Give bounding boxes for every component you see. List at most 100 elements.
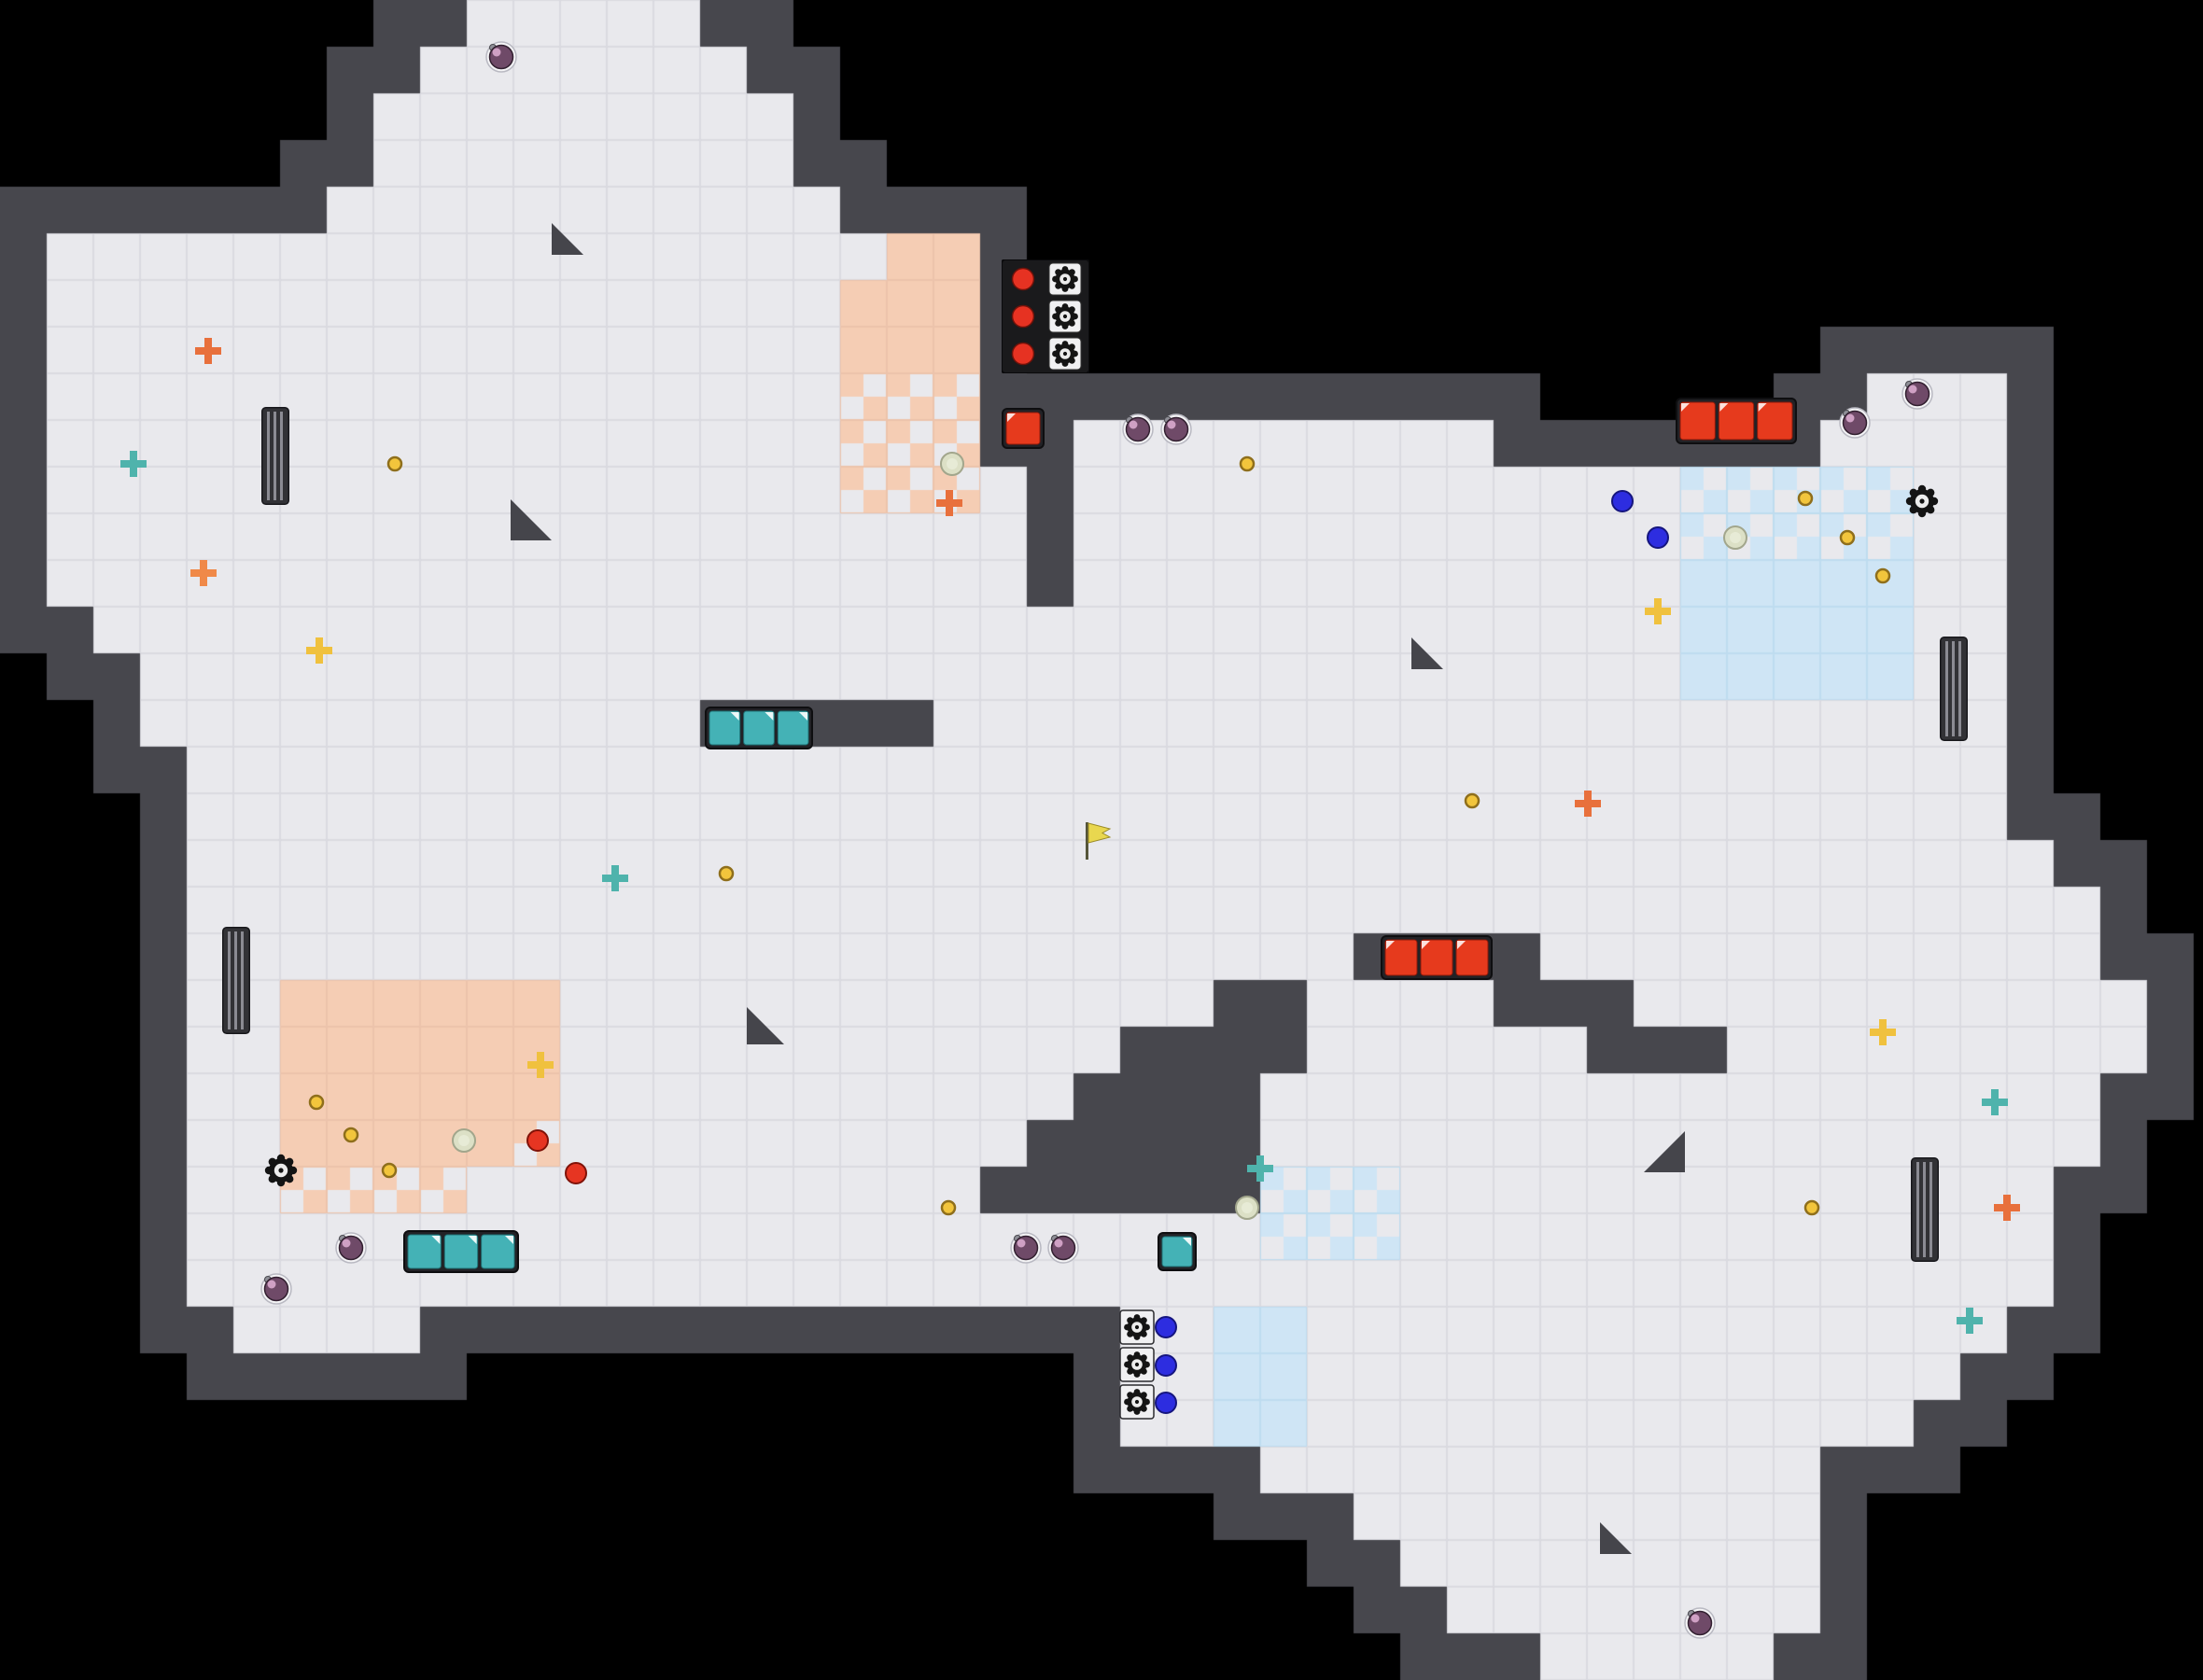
teal-button-panel[interactable] — [705, 707, 813, 749]
teal-button-panel-icon — [705, 707, 813, 749]
coin-icon — [718, 865, 735, 882]
health-cross[interactable] — [1867, 1016, 1899, 1048]
health-cross-icon — [195, 338, 221, 364]
ramp-wedge-icon — [511, 499, 552, 540]
powerup-orb[interactable] — [450, 1127, 478, 1155]
ramp-wedge-icon — [1644, 1131, 1685, 1172]
ramp-wedge — [1411, 637, 1443, 669]
coin[interactable] — [386, 455, 404, 473]
coin[interactable] — [939, 1198, 958, 1217]
teal-button-panel[interactable] — [1158, 1232, 1197, 1271]
coin[interactable] — [1873, 567, 1892, 585]
red-button-panel[interactable] — [1676, 398, 1797, 444]
ramp-wedge — [1644, 1131, 1685, 1172]
health-cross[interactable] — [1572, 788, 1604, 819]
blue-ball[interactable] — [1153, 1314, 1179, 1340]
red-ball-icon — [526, 1129, 549, 1152]
ramp-wedge — [552, 223, 583, 255]
bomb[interactable] — [256, 1267, 297, 1309]
ramp-wedge-icon — [1600, 1522, 1632, 1554]
bomb[interactable] — [1043, 1226, 1084, 1267]
bomb-icon — [1160, 413, 1192, 445]
coin[interactable] — [1238, 455, 1256, 473]
bomb-icon — [335, 1232, 367, 1264]
health-cross-icon — [1870, 1019, 1896, 1045]
gear-trap-panel — [1118, 1309, 1156, 1422]
coin[interactable] — [380, 1161, 399, 1180]
teal-button-panel-icon — [1158, 1232, 1197, 1271]
bomb-icon — [485, 41, 517, 73]
neutral-flag[interactable] — [1071, 815, 1121, 865]
blue-ball-icon — [1155, 1316, 1177, 1338]
vent-grate — [1911, 1157, 1939, 1262]
coin[interactable] — [717, 864, 736, 883]
blue-ball[interactable] — [1153, 1390, 1179, 1416]
spawner-panel[interactable] — [1002, 259, 1089, 373]
bomb[interactable] — [1679, 1602, 1720, 1643]
powerup-orb[interactable] — [938, 450, 966, 478]
teal-button-panel[interactable] — [403, 1230, 519, 1273]
health-cross-icon — [527, 1052, 554, 1078]
health-cross[interactable] — [192, 335, 224, 367]
health-cross[interactable] — [1991, 1192, 2023, 1224]
health-cross[interactable] — [118, 448, 149, 480]
coin-icon — [308, 1094, 325, 1111]
blue-ball[interactable] — [1153, 1352, 1179, 1379]
red-button-panel[interactable] — [1002, 408, 1045, 449]
health-cross[interactable] — [1954, 1305, 1986, 1337]
red-button-panel-icon — [1676, 398, 1797, 444]
coin-icon — [1797, 490, 1814, 507]
health-cross[interactable] — [933, 487, 965, 519]
blue-ball-icon — [1155, 1354, 1177, 1377]
bomb[interactable] — [330, 1226, 372, 1267]
blue-ball[interactable] — [1609, 488, 1635, 514]
red-button-panel[interactable] — [1381, 935, 1493, 980]
powerup-orb[interactable] — [1721, 524, 1749, 552]
powerup-orb-icon — [452, 1128, 476, 1153]
health-cross[interactable] — [1642, 595, 1674, 627]
health-cross[interactable] — [188, 557, 219, 589]
coin[interactable] — [1803, 1198, 1821, 1217]
health-cross[interactable] — [1244, 1153, 1276, 1184]
blue-ball[interactable] — [1645, 525, 1671, 551]
bomb[interactable] — [481, 35, 522, 77]
red-ball[interactable] — [563, 1160, 589, 1186]
bomb-icon — [1122, 413, 1154, 445]
health-cross[interactable] — [599, 862, 631, 894]
bomb[interactable] — [1005, 1226, 1046, 1267]
red-button-panel-icon — [1002, 408, 1045, 449]
bomb[interactable] — [1156, 408, 1197, 449]
bomb[interactable] — [1897, 372, 1938, 413]
ramp-wedge — [747, 1007, 784, 1044]
health-cross[interactable] — [525, 1049, 556, 1081]
coin[interactable] — [1796, 489, 1815, 508]
health-cross[interactable] — [1979, 1086, 2011, 1118]
health-cross-icon — [190, 560, 217, 586]
coin-icon — [940, 1199, 957, 1216]
bomb[interactable] — [1117, 408, 1158, 449]
coin-icon — [381, 1162, 398, 1179]
health-cross-icon — [120, 451, 147, 477]
coin[interactable] — [1838, 528, 1857, 547]
coin[interactable] — [307, 1093, 326, 1112]
coin[interactable] — [1463, 791, 1481, 810]
blue-ball-icon — [1647, 526, 1669, 549]
bomb[interactable] — [1834, 401, 1875, 442]
health-cross[interactable] — [303, 635, 335, 666]
coin-icon — [386, 455, 403, 472]
neutral-flag-icon — [1086, 822, 1112, 860]
health-cross-icon — [1957, 1308, 1983, 1334]
bomb-icon — [1839, 407, 1871, 439]
vent-grate — [222, 926, 250, 1034]
vent-grate-icon — [261, 406, 289, 505]
gear-trap-icon — [264, 1154, 298, 1187]
red-ball[interactable] — [525, 1127, 551, 1154]
gear-trap — [262, 1152, 300, 1189]
health-cross-icon — [936, 490, 962, 516]
vent-grate-icon — [1940, 637, 1968, 741]
blue-ball-icon — [1155, 1392, 1177, 1414]
coin[interactable] — [342, 1126, 360, 1144]
powerup-orb[interactable] — [1233, 1194, 1261, 1222]
health-cross-icon — [1982, 1089, 2008, 1115]
